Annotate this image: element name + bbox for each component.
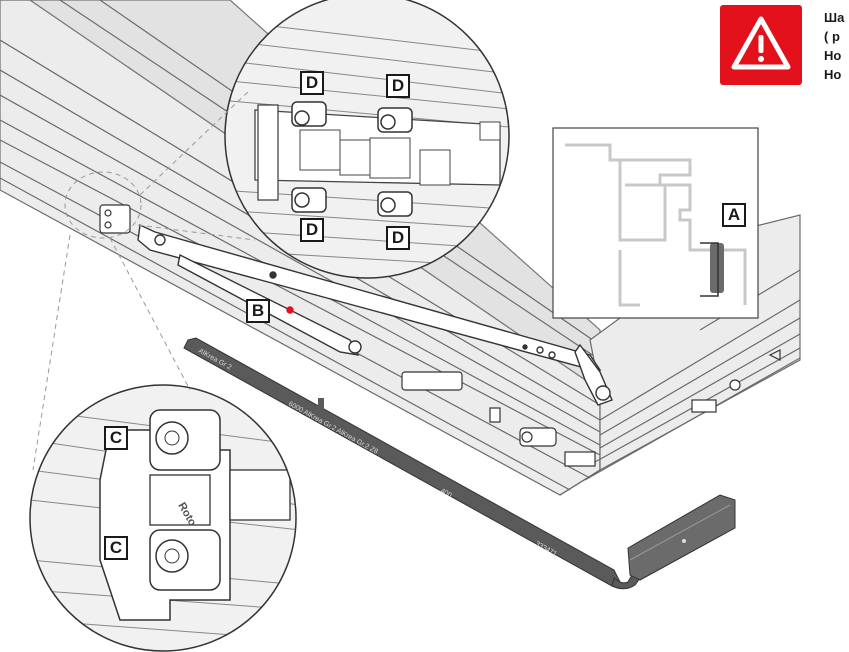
warning-line-2: ( р — [824, 29, 840, 44]
leader-lines — [32, 89, 256, 471]
warning-text: Ша ( р Но Но — [824, 8, 849, 84]
frame-hardware — [401, 349, 781, 467]
warning-triangle-icon — [731, 16, 791, 70]
callout-label-d-bottom-right: D — [386, 226, 410, 250]
warning-line-1: Ша — [824, 10, 845, 25]
detail-circle-bottom: Roto — [29, 384, 297, 652]
warning-line-3: Но — [824, 48, 842, 63]
warning-line-4: Но — [824, 67, 842, 82]
callout-label-d-top-right: D — [386, 74, 410, 98]
rail-text-2: 6000 AlKrea Gr.2 AlKrea Gr.2 Z8 — [287, 401, 379, 456]
callout-label-d-top-left: D — [300, 71, 324, 95]
rail-text-3: 400 — [439, 488, 453, 500]
callout-label-d-bottom-left: D — [300, 218, 324, 242]
callout-label-a: A — [722, 203, 746, 227]
callout-label-b: B — [246, 299, 270, 323]
warning-badge — [720, 5, 802, 85]
keeper-small — [99, 204, 131, 234]
callout-label-c-bottom: C — [104, 536, 128, 560]
detail-circle-top — [224, 0, 510, 279]
callout-label-c-top: C — [104, 426, 128, 450]
